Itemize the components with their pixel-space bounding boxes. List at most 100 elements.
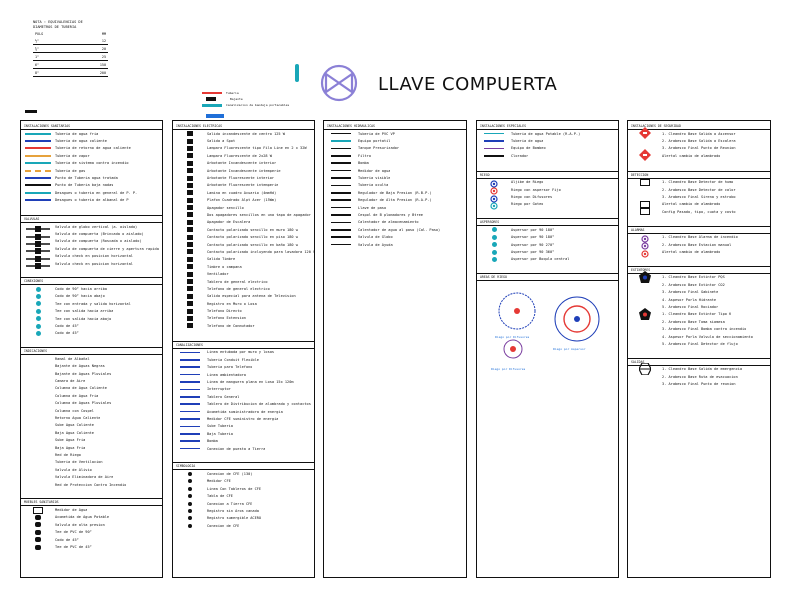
- legend-label: Alertal cambio de alambrado: [662, 250, 721, 255]
- legend-label: Tuberia de PVC VP: [358, 131, 395, 136]
- legend-label: Contacto polarizado sencillo en muro 180…: [207, 227, 298, 232]
- legend-label: Retorno Agua Caliente: [55, 416, 101, 420]
- electrical-symbol-icon: [173, 145, 207, 151]
- bajante-icon: [206, 97, 216, 101]
- line-icon: [173, 447, 207, 450]
- legend-row: Punto de Tuberia baja nadas: [21, 182, 162, 189]
- section-header: ALARMAS: [628, 227, 770, 234]
- legend-label: Columna de Agua Caliente: [55, 386, 107, 391]
- line-icon: [324, 169, 358, 172]
- line-icon: [477, 155, 511, 157]
- note-cell: 8": [33, 68, 74, 77]
- legend-row: Aspersor por 90 360°: [477, 248, 618, 255]
- legend-label: 3. Arabesco Final Punto de reunion: [662, 382, 736, 387]
- legend-label: 2. Arabesco Base Ruta de evacuacion: [662, 374, 738, 379]
- legend-row: Tuberia de agua fria: [21, 130, 162, 137]
- legend-label: Registro sumergible ACERO: [207, 516, 262, 521]
- legend-label: 3. Arabesco Final Bomba contra incendio: [662, 327, 747, 332]
- legend-label: Tee con salida hacia arriba: [55, 309, 114, 314]
- fitting-icon: [21, 293, 55, 299]
- legend-label: Llave de paso: [358, 205, 387, 210]
- line-icon: [173, 410, 207, 413]
- fixture-icon: [21, 544, 55, 550]
- legend-row: Codo de 45°: [21, 536, 162, 543]
- legend-label: Punto de Tuberia baja nadas: [55, 183, 114, 188]
- legend-label: Valvula de Globo: [358, 235, 393, 240]
- legend-label: Salida Timbre: [207, 257, 236, 262]
- legend-label: Ventilador: [207, 272, 229, 277]
- legend-row: Alertal cambio de alambrado: [628, 149, 770, 162]
- bullet-icon: [173, 486, 207, 491]
- legend-row: Lamina en cuadro Acuario (4mmHd): [173, 189, 314, 196]
- legend-label: Plafon Cuadrado Alpt Acer (15Wm): [207, 198, 277, 203]
- electrical-symbol-icon: [173, 286, 207, 292]
- fixture-icon: [21, 522, 55, 528]
- legend-row: Contacto polarizado sencillo en baño 180…: [173, 241, 314, 248]
- section-header: AREAS DE RIEGO: [477, 274, 618, 282]
- legend-label: 2. Arabesco Base Toma siamesa: [662, 319, 725, 324]
- legend-label: 1. Cleandro Base Extintor PQS: [662, 275, 725, 280]
- legend-row: Valvula de compuerta de cierre y apertur…: [21, 245, 162, 255]
- legend-label: Sube Agua Caliente: [55, 423, 94, 428]
- legend-row: Valvula check en posicion horizontal: [21, 253, 162, 262]
- legend-row: Valvula de Ayuda: [324, 241, 466, 248]
- line-icon: [324, 192, 358, 194]
- line-icon: [324, 162, 358, 165]
- legend-label: Cespol de B plomadores y Btree: [358, 212, 423, 217]
- legend-row: Calentador de almacenamiento: [324, 219, 466, 226]
- line-icon: [324, 236, 358, 238]
- legend-row: Timbre o campana: [173, 263, 314, 270]
- legend-label: Telefono de Conmutador: [207, 323, 255, 328]
- legend-label: Medidor de Agua: [55, 508, 88, 513]
- legend-label: 3. Arabesco Final Sirena y estrobo: [662, 195, 736, 200]
- legend-label: Medidor CFE: [207, 479, 231, 484]
- legend-row: Bajante de Aguas Pluviales: [21, 370, 162, 377]
- line-icon: [324, 221, 358, 224]
- legend-row: 1. Cleandro Base Extintor Tipo K: [628, 307, 770, 320]
- line-icon: [477, 132, 511, 135]
- bullet-icon: [173, 472, 207, 477]
- electrical-symbol-icon: [173, 168, 207, 174]
- legend-label: Red de Proteccion Contra Incendio: [55, 482, 127, 487]
- legend-row: Tuberia de agua Potable (R.A.P.): [477, 130, 618, 137]
- electrical-symbol-icon: [173, 219, 207, 225]
- legend-row: Sube Agua Fria: [21, 436, 162, 443]
- note-cell: 200: [73, 68, 108, 77]
- legend-label: Linea entubada por muro y losas: [207, 350, 275, 355]
- legend-row: Medidor de agua: [324, 167, 466, 174]
- legend-label: Arbotante Incandescente intemperie: [207, 168, 281, 173]
- pipe-line-icon: [21, 132, 55, 135]
- legend-label: Contacto polarizado sencillo en baño 180…: [207, 242, 298, 247]
- legend-row: Contacto polarizado incluyendo para lava…: [173, 248, 314, 255]
- legend-row: Valvula de globo vertical (a. aislada): [21, 223, 162, 233]
- legend-label: Tabla de CFE: [207, 494, 233, 499]
- note-cell: 25: [73, 52, 108, 61]
- legend-row: Retorno Agua Caliente: [21, 414, 162, 421]
- legend-label: Regulador de Baja Presion (R.B.P.): [358, 190, 432, 195]
- line-icon: [173, 366, 207, 369]
- line-icon: [324, 177, 358, 179]
- legend-label: Tuberia visible: [358, 176, 391, 181]
- section-header: CANALIZACIONES: [173, 342, 314, 349]
- fixture-icon: [21, 529, 55, 535]
- legend-label: Lamina en cuadro Acuario (4mmHd): [207, 190, 277, 195]
- legend-label: Equipo portatil: [358, 139, 391, 144]
- section-header: EXTINTORES: [628, 267, 770, 274]
- legend-label: Filtro: [358, 153, 371, 158]
- legend-row: Sube Agua Caliente: [21, 422, 162, 429]
- legend-label: Registro sin Aros canada: [207, 509, 259, 514]
- legend-row: 4. Aspesor Porla Valvula de seccionamien…: [628, 333, 770, 340]
- legend-row: Medidor de Agua: [21, 506, 162, 514]
- pipe-line-icon: [21, 177, 55, 180]
- legend-row: Cespol de B plomadores y Btree: [324, 211, 466, 218]
- legend-row: 3. Arabesco Final Gabinete: [628, 289, 770, 296]
- legend-row: Tabla de CFE: [173, 493, 314, 500]
- legend-label: Linea ambientadora: [207, 372, 246, 377]
- electrical-symbol-icon: [173, 212, 207, 218]
- legend-label: Columna de Aguas Pluviales: [55, 401, 112, 406]
- legend-row: Linea Con Tableros de CFE: [173, 485, 314, 492]
- legend-label: Aspersor por 90 360°: [511, 250, 555, 255]
